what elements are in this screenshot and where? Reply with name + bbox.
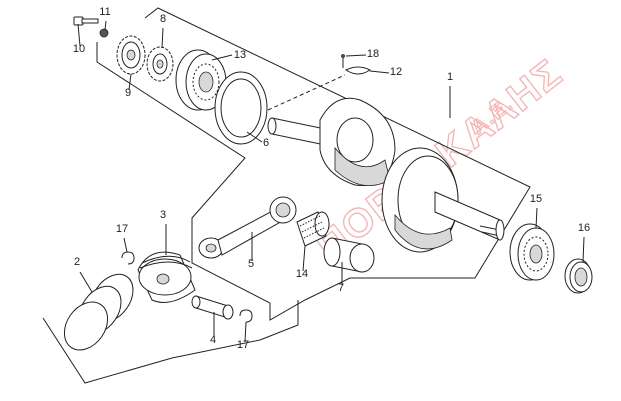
part-1-crankshaft xyxy=(267,97,505,253)
callout-c9: 9 xyxy=(125,87,131,99)
part-18-pin xyxy=(341,54,345,68)
callout-c17b: 17 xyxy=(237,339,249,351)
callout-c15: 15 xyxy=(530,193,542,205)
callout-c11: 11 xyxy=(99,6,110,18)
part-7-sleeve xyxy=(323,237,375,273)
part-6-ring xyxy=(214,71,268,145)
callout-c17a: 17 xyxy=(116,223,128,235)
part-8-gear xyxy=(146,46,174,82)
callout-c6: 6 xyxy=(263,137,269,149)
callout-c5: 5 xyxy=(248,258,254,270)
callout-c2: 2 xyxy=(74,256,80,268)
callout-c3: 3 xyxy=(160,209,166,221)
part-16-seal xyxy=(564,258,593,294)
guide-dashed-line xyxy=(267,74,346,111)
part-10-bolt xyxy=(73,16,99,26)
part-4-piston-pin xyxy=(191,295,234,320)
callout-c12: 12 xyxy=(390,66,402,78)
callout-c13: 13 xyxy=(234,49,246,61)
assembly-outline xyxy=(42,7,531,384)
part-11-washer xyxy=(99,28,109,38)
callout-c14: 14 xyxy=(296,268,308,280)
piston-group-outline xyxy=(42,300,299,384)
crank-group-outline xyxy=(96,7,531,321)
part-17-circlip-a xyxy=(121,251,135,265)
callout-c18: 18 xyxy=(367,48,379,60)
part-9-gear xyxy=(116,35,146,75)
part-14-needle-bearing xyxy=(296,211,330,247)
part-2-piston-rings xyxy=(63,273,134,351)
callout-c8: 8 xyxy=(160,13,166,25)
leader-lines xyxy=(77,20,585,343)
part-12-key xyxy=(345,66,371,75)
callout-c10: 10 xyxy=(73,43,85,55)
part-13-bearing xyxy=(175,49,227,111)
part-3-piston xyxy=(137,251,196,303)
part-17-circlip-b xyxy=(239,309,253,323)
callout-c16: 16 xyxy=(578,222,590,234)
callout-c7: 7 xyxy=(338,282,344,294)
part-5-conrod xyxy=(198,196,297,259)
part-15-bearing xyxy=(509,223,555,281)
callout-c1: 1 xyxy=(447,71,453,83)
callout-c4: 4 xyxy=(210,334,216,346)
